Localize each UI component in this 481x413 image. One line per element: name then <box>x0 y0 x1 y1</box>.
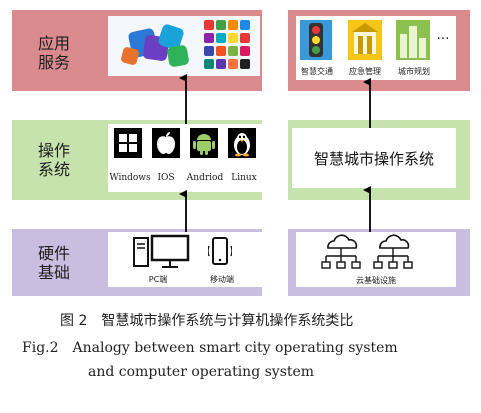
ios-label: IOS <box>157 173 175 183</box>
ios-tile <box>152 128 180 158</box>
caption-chinese: 图 2 智慧城市操作系统与计算机操作系统类比 <box>60 313 354 329</box>
mobile-phone-icon <box>208 237 232 265</box>
smart-traffic-label: 智慧交通 <box>301 67 333 76</box>
mobile-label: 移动端 <box>210 275 234 284</box>
cloud-infrastructure-label: 云基础设施 <box>356 276 396 285</box>
caption-english-line1: Fig.2 Analogy between smart city operati… <box>22 340 398 356</box>
city-planning-icon <box>396 20 430 60</box>
computer-hardware-panel: PC端 移动端 <box>108 232 262 287</box>
city-os-panel: 智慧城市操作系统 <box>292 128 456 188</box>
linux-tile <box>228 128 256 158</box>
windows-icon <box>119 134 137 152</box>
traffic-light-icon <box>300 20 332 60</box>
tux-penguin-icon <box>234 133 250 157</box>
linux-label: Linux <box>231 173 257 183</box>
apple-icon <box>157 132 175 154</box>
pc-desktop-icon <box>133 234 190 268</box>
app-layer-label: 应用 服务 <box>37 34 70 72</box>
column-divider <box>262 10 288 300</box>
windows-label: Windows <box>109 173 151 183</box>
os-layer-label: 操作 系统 <box>37 141 70 179</box>
computer-os-panel: Windows IOS Andriod Linux <box>108 124 262 192</box>
emergency-management-label: 应急管理 <box>349 67 381 76</box>
caption-english-line2: and computer operating system <box>88 364 315 380</box>
office-suite-icon <box>121 24 189 67</box>
city-apps-panel: … 智慧交通 应急管理 城市规划 <box>296 16 456 80</box>
windows-tile <box>114 128 142 158</box>
android-label: Andriod <box>186 173 224 183</box>
pc-label: PC端 <box>148 275 168 284</box>
hw-layer-label: 硬件 基础 <box>37 244 70 282</box>
android-icon <box>193 134 215 155</box>
android-tile <box>190 128 218 158</box>
smart-city-os-title: 智慧城市操作系统 <box>313 149 434 168</box>
app-more-ellipsis: … <box>436 28 450 43</box>
cloud-network-icon <box>321 234 361 269</box>
city-hardware-panel: 云基础设施 <box>296 232 456 287</box>
cloud-network-icon-2 <box>373 234 413 269</box>
emergency-management-icon <box>348 20 382 60</box>
app-icons-grid <box>204 20 250 69</box>
computer-apps-panel <box>108 16 260 76</box>
apps-collage-image <box>108 16 260 76</box>
city-planning-label: 城市规划 <box>398 67 430 76</box>
